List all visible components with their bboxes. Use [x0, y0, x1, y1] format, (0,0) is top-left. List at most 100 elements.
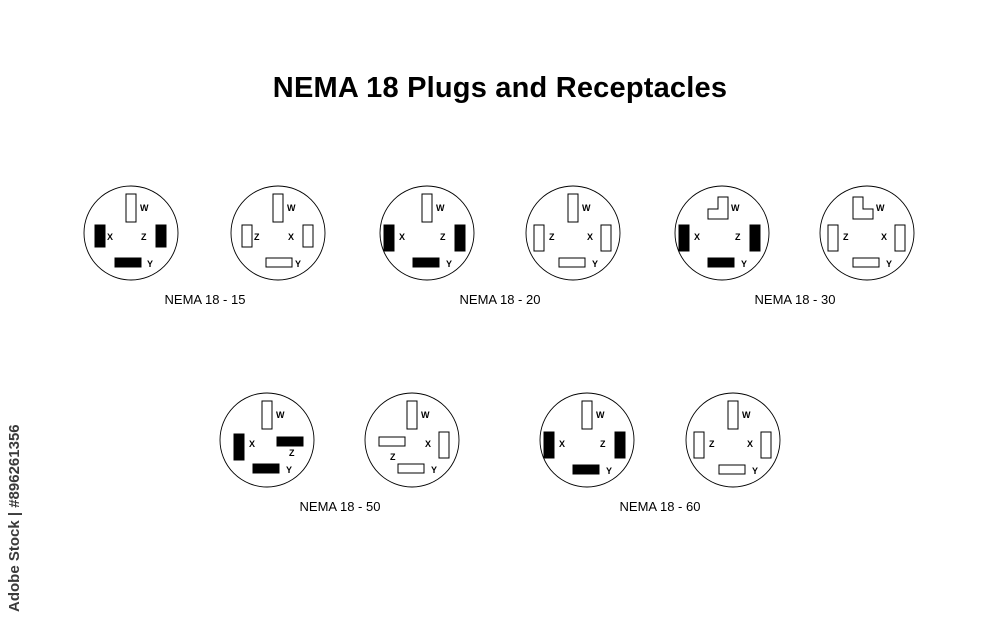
pin-y-slot: [397, 463, 425, 474]
pin-z-label: Z: [600, 439, 606, 449]
pin-w-label: W: [421, 410, 430, 420]
receptacle-face-2: W Z X Y: [525, 185, 621, 281]
caption-nema-18-60: NEMA 18 - 60: [619, 499, 701, 514]
pin-y-slot: [852, 257, 880, 268]
pin-x-label: X: [587, 232, 593, 242]
pin-w-label: W: [140, 203, 149, 213]
pin-x-slot: [894, 224, 906, 252]
pin-y-label: Y: [147, 259, 153, 269]
plug-face-2: W X Z Y: [379, 185, 475, 281]
pin-z-slot: [533, 224, 545, 252]
pin-y-slot: [412, 257, 440, 268]
pin-w-label: W: [742, 410, 751, 420]
pin-x-slot: [94, 224, 106, 248]
receptacle-face-5: W Z X Y: [685, 392, 781, 488]
pin-y-label: Y: [752, 466, 758, 476]
pin-y-slot: [252, 463, 280, 474]
pin-y-label: Y: [286, 465, 292, 475]
pin-z-label: Z: [440, 232, 446, 242]
pin-y-slot: [718, 464, 746, 475]
pin-w-label: W: [731, 203, 740, 213]
pin-w-label: W: [582, 203, 591, 213]
outlet-face-outline: [539, 392, 635, 488]
pin-z-slot: [155, 224, 167, 248]
pin-z-slot: [693, 431, 705, 459]
plug-face-1: W X Z Y: [83, 185, 179, 281]
pin-y-label: Y: [741, 259, 747, 269]
receptacle-face-3: W Z X Y: [819, 185, 915, 281]
pin-y-label: Y: [431, 465, 437, 475]
outlet-face-outline: [230, 185, 326, 281]
pin-x-label: X: [399, 232, 405, 242]
pin-y-label: Y: [886, 259, 892, 269]
outlet-face-outline: [379, 185, 475, 281]
pin-w-slot: [852, 196, 874, 220]
pin-x-label: X: [747, 439, 753, 449]
pin-w-slot: [567, 193, 579, 223]
caption-nema-18-20: NEMA 18 - 20: [459, 292, 541, 307]
pin-x-slot: [600, 224, 612, 252]
pin-x-label: X: [425, 439, 431, 449]
pin-x-slot: [678, 224, 690, 252]
watermark-stock-id: Adobe Stock | #896261356: [6, 424, 23, 612]
pin-w-label: W: [276, 410, 285, 420]
pin-y-slot: [707, 257, 735, 268]
pin-y-label: Y: [592, 259, 598, 269]
pin-w-label: W: [436, 203, 445, 213]
pin-y-label: Y: [606, 466, 612, 476]
pin-y-slot: [114, 257, 142, 268]
pin-w-slot: [272, 193, 284, 223]
pin-y-slot: [558, 257, 586, 268]
outlet-face-outline: [219, 392, 315, 488]
pin-z-label: Z: [709, 439, 715, 449]
pin-w-slot: [261, 400, 273, 430]
pin-w-label: W: [596, 410, 605, 420]
pin-x-label: X: [249, 439, 255, 449]
pin-w-slot: [707, 196, 729, 220]
pin-w-label: W: [287, 203, 296, 213]
pin-z-label: Z: [254, 232, 260, 242]
pin-w-slot: [125, 193, 137, 223]
pin-z-slot: [276, 436, 304, 447]
pin-w-slot: [421, 193, 433, 223]
pin-x-label: X: [288, 232, 294, 242]
pin-w-label: W: [876, 203, 885, 213]
page-title: NEMA 18 Plugs and Receptacles: [272, 72, 728, 104]
pin-z-label: Z: [843, 232, 849, 242]
pin-x-slot: [233, 433, 245, 461]
pin-x-slot: [302, 224, 314, 248]
pin-z-slot: [827, 224, 839, 252]
plug-face-3: W X Z Y: [674, 185, 770, 281]
pin-w-slot: [727, 400, 739, 430]
plug-face-5: W X Z Y: [539, 392, 635, 488]
pin-w-slot: [406, 400, 418, 430]
pin-z-label: Z: [141, 232, 147, 242]
pin-x-slot: [383, 224, 395, 252]
pin-z-label: Z: [549, 232, 555, 242]
pin-z-slot: [454, 224, 466, 252]
pin-z-label: Z: [390, 452, 396, 462]
outlet-face-outline: [525, 185, 621, 281]
pin-w-slot: [581, 400, 593, 430]
pin-y-slot: [572, 464, 600, 475]
pin-z-label: Z: [735, 232, 741, 242]
receptacle-face-4: W X Z Y: [364, 392, 460, 488]
pin-z-slot: [614, 431, 626, 459]
pin-x-label: X: [107, 232, 113, 242]
pin-z-label: Z: [289, 448, 295, 458]
receptacle-face-1: W Z X Y: [230, 185, 326, 281]
caption-nema-18-50: NEMA 18 - 50: [299, 499, 381, 514]
pin-x-label: X: [694, 232, 700, 242]
pin-y-label: Y: [295, 259, 301, 269]
pin-z-slot: [378, 436, 406, 447]
pin-x-label: X: [881, 232, 887, 242]
pin-x-label: X: [559, 439, 565, 449]
pin-x-slot: [543, 431, 555, 459]
pin-y-slot: [265, 257, 293, 268]
pin-x-slot: [760, 431, 772, 459]
plug-face-4: W X ZY: [219, 392, 315, 488]
pin-z-slot: [749, 224, 761, 252]
outlet-face-outline: [83, 185, 179, 281]
pin-y-label: Y: [446, 259, 452, 269]
outlet-face-outline: [364, 392, 460, 488]
